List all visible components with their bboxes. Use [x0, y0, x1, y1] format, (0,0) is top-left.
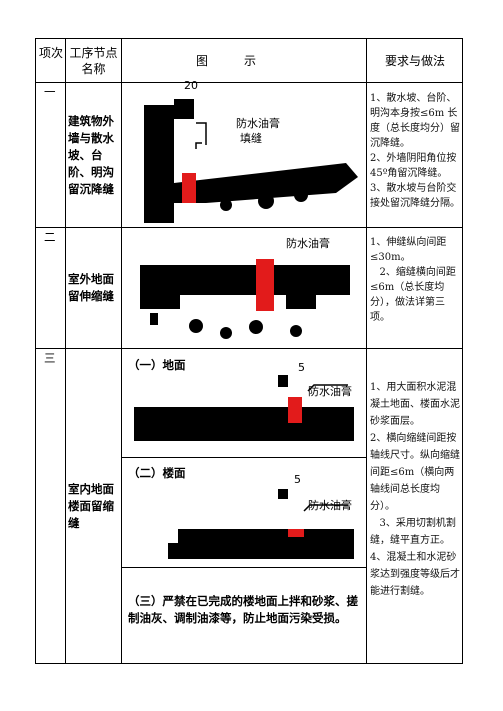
row3-sub2-label: 防水油膏 [308, 499, 352, 512]
row-divider [36, 227, 462, 228]
row3-storey-floor-joint-drawing: 5 防水油膏 [128, 471, 358, 565]
row3-sub2-title: （二）楼面 [128, 466, 186, 480]
row2-number: 二 [44, 230, 56, 244]
sub-row-divider [121, 457, 366, 458]
row1-process-name: 建筑物外墙与散水坡、台阶、明沟留沉降缝 [68, 114, 114, 196]
row3-number: 三 [44, 351, 56, 365]
col-divider [121, 39, 122, 663]
header-requirements: 要求与做法 [384, 54, 445, 68]
row3-sub3-warning: （三）严禁在已完成的楼地面上拌和砂浆、搓制油灰、调制油漆等，防止地面污染受损。 [128, 594, 358, 625]
row1-dimension: 20 [184, 79, 198, 92]
row2-process-name: 室外地面留伸缩缝 [68, 272, 114, 303]
row3-sub1-dimension: 5 [298, 361, 305, 374]
row1-label-filler: 填缝 [240, 132, 262, 145]
sub-row-divider [121, 567, 366, 568]
row2-expansion-joint-drawing: 防水油膏 [136, 231, 362, 343]
row1-requirements: 1、散水坡、台阶、明沟本身按≤6m 长度（总长度均分）留沉降缝。 2、外墙阴阳角… [370, 93, 460, 209]
row3-sub1-label: 防水油膏 [308, 385, 352, 398]
row2-label-waterproof: 防水油膏 [286, 237, 330, 250]
row3-requirements: 1、用大面积水泥混凝土地面、楼面水泥砂浆面层。 2、横向缩缝间距按轴线尺寸。纵向… [370, 382, 460, 597]
header-item-no: 项次 [38, 46, 63, 60]
row3-sub2-dimension: 5 [294, 473, 301, 486]
row-divider [36, 82, 462, 83]
row3-floor-joint-drawing: 5 防水油膏 [128, 361, 358, 455]
row1-number: 一 [44, 85, 56, 99]
row1-settlement-joint-drawing: 20 防水油膏 填缝 [136, 79, 362, 225]
col-divider [65, 39, 66, 663]
process-table: 项次 工序节点名称 图示 要求与做法 一 建筑物外墙与散水坡、台阶、明沟留沉降缝… [35, 38, 463, 664]
col-divider [366, 39, 367, 663]
header-process-name: 工序节点名称 [69, 46, 118, 76]
row3-sub1-title: （一）地面 [128, 358, 186, 372]
row3-process-name: 室内地面楼面留缩缝 [68, 482, 114, 530]
row2-requirements: 1、伸缝纵向间距≤30m。 2、缩缝横向间距≤6m（总长度均分），做法详第三项。 [370, 237, 456, 323]
row1-label-waterproof: 防水油膏 [236, 117, 280, 130]
header-figure: 图示 [195, 54, 292, 68]
row-divider [36, 348, 462, 349]
